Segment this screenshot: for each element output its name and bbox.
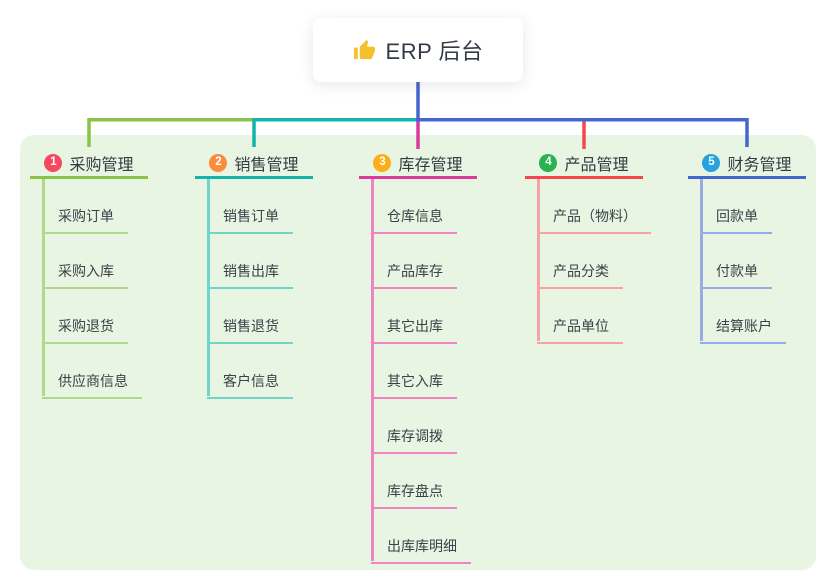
branch-label: 库存管理 [398,157,463,174]
item-label: 库存调拨 [387,428,443,444]
branch-header-sales[interactable]: 2 销售管理 [195,150,313,179]
number-badge-icon: 3 [373,154,392,172]
item-node[interactable]: 付款单 [700,234,772,289]
item-label: 其它出库 [387,318,443,334]
item-node[interactable]: 库存调拨 [371,399,457,454]
item-node[interactable]: 出库库明细 [371,509,471,564]
branch-label: 采购管理 [69,157,134,174]
item-label: 产品分类 [553,263,609,279]
branch-label: 财务管理 [727,157,792,174]
item-label: 结算账户 [716,318,772,334]
item-label: 其它入库 [387,373,443,389]
item-label: 供应商信息 [58,373,128,389]
item-node[interactable]: 销售出库 [207,234,293,289]
branch-items: 仓库信息产品库存其它出库其它入库库存调拨库存盘点出库库明细 [371,179,477,564]
item-label: 采购退货 [58,318,114,334]
item-label: 客户信息 [223,373,279,389]
item-node[interactable]: 采购退货 [42,289,128,344]
item-node[interactable]: 供应商信息 [42,344,142,399]
item-node[interactable]: 回款单 [700,179,772,234]
item-label: 库存盘点 [387,483,443,499]
item-label: 采购入库 [58,263,114,279]
item-label: 采购订单 [58,208,114,224]
item-node[interactable]: 销售订单 [207,179,293,234]
number-badge-icon: 4 [539,154,558,172]
item-label: 产品单位 [553,318,609,334]
item-node[interactable]: 产品分类 [537,234,623,289]
branch-items-line [42,179,45,396]
branch-items-line [207,179,210,396]
branch-header-finance[interactable]: 5 财务管理 [688,150,806,179]
item-label: 销售退货 [223,318,279,334]
branch-items-line [700,179,703,341]
item-node[interactable]: 销售退货 [207,289,293,344]
item-node[interactable]: 产品（物料） [537,179,651,234]
branch-purchase: 1 采购管理采购订单采购入库采购退货供应商信息 [30,150,148,399]
item-node[interactable]: 采购订单 [42,179,128,234]
thumbs-up-icon [353,39,376,62]
item-node[interactable]: 产品单位 [537,289,623,344]
branch-label: 销售管理 [234,157,299,174]
item-label: 销售出库 [223,263,279,279]
number-badge-icon: 1 [44,154,63,172]
root-node[interactable]: ERP 后台 [313,18,523,82]
branch-header-purchase[interactable]: 1 采购管理 [30,150,148,179]
item-label: 产品（物料） [553,208,637,224]
number-badge-icon: 2 [209,154,228,172]
item-node[interactable]: 仓库信息 [371,179,457,234]
branch-sales: 2 销售管理销售订单销售出库销售退货客户信息 [195,150,313,399]
number-badge-icon: 5 [702,154,721,172]
branch-items-line [371,179,374,561]
branch-items: 回款单付款单结算账户 [700,179,806,344]
item-node[interactable]: 库存盘点 [371,454,457,509]
item-label: 付款单 [716,263,758,279]
branch-finance: 5 财务管理回款单付款单结算账户 [688,150,806,344]
branches-panel [20,135,816,570]
item-label: 出库库明细 [387,538,457,554]
branch-items-line [537,179,540,341]
branch-product: 4 产品管理产品（物料） 产品分类产品单位 [525,150,651,344]
branch-header-product[interactable]: 4 产品管理 [525,150,643,179]
branch-label: 产品管理 [564,157,629,174]
branch-header-inventory[interactable]: 3 库存管理 [359,150,477,179]
item-node[interactable]: 其它出库 [371,289,457,344]
branch-items: 产品（物料） 产品分类产品单位 [537,179,651,344]
item-label: 产品库存 [387,263,443,279]
item-label: 仓库信息 [387,208,443,224]
item-node[interactable]: 结算账户 [700,289,786,344]
item-label: 回款单 [716,208,758,224]
item-node[interactable]: 客户信息 [207,344,293,399]
item-node[interactable]: 采购入库 [42,234,128,289]
item-node[interactable]: 产品库存 [371,234,457,289]
branch-items: 采购订单采购入库采购退货供应商信息 [42,179,148,399]
item-node[interactable]: 其它入库 [371,344,457,399]
item-label: 销售订单 [223,208,279,224]
root-title: ERP 后台 [385,39,484,64]
branch-inventory: 3 库存管理仓库信息产品库存其它出库其它入库库存调拨库存盘点出库库明细 [359,150,477,564]
branch-items: 销售订单销售出库销售退货客户信息 [207,179,313,399]
